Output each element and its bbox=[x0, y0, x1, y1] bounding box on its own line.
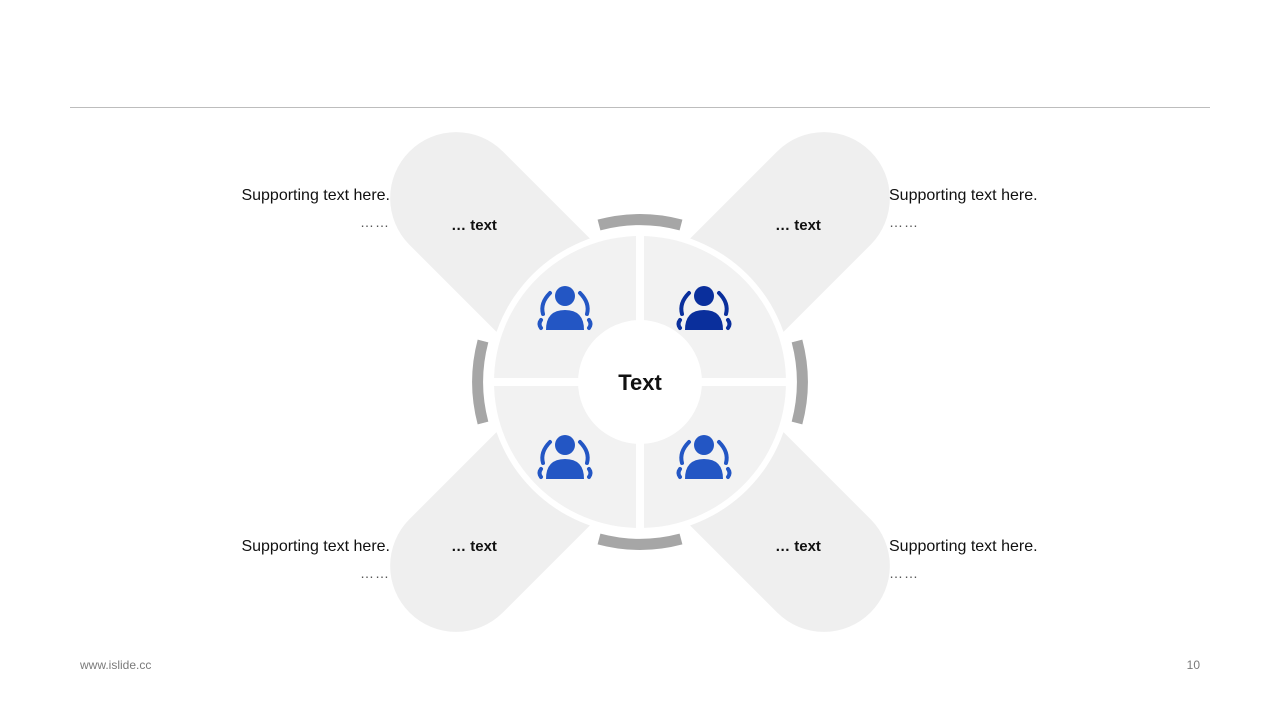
supporting-ellipsis: …… bbox=[360, 565, 390, 581]
supporting-text-bottom-left: Supporting text here. …… bbox=[241, 537, 390, 583]
supporting-text: Supporting text here. bbox=[241, 187, 390, 204]
center-circle bbox=[578, 320, 702, 444]
ring-arc-right bbox=[791, 339, 808, 425]
users-icon bbox=[537, 435, 593, 479]
ring-arc-bottom bbox=[597, 533, 683, 550]
users-icon bbox=[676, 286, 732, 330]
center-label: Text bbox=[618, 370, 662, 395]
petal-label-bottom-right: … text bbox=[775, 538, 821, 555]
users-icon bbox=[537, 286, 593, 330]
supporting-text: Supporting text here. bbox=[889, 538, 1038, 555]
supporting-text-bottom-right: Supporting text here. …… bbox=[889, 537, 1038, 583]
header-divider bbox=[70, 107, 1210, 108]
supporting-ellipsis: …… bbox=[889, 214, 919, 230]
users-icon bbox=[676, 435, 732, 479]
supporting-ellipsis: …… bbox=[889, 565, 919, 581]
outer-ring-arcs bbox=[472, 214, 808, 550]
supporting-text-top-left: Supporting text here. …… bbox=[241, 186, 390, 232]
supporting-text: Supporting text here. bbox=[241, 538, 390, 555]
supporting-text-top-right: Supporting text here. …… bbox=[889, 186, 1038, 232]
petal-label-top-left: … text bbox=[451, 217, 497, 234]
supporting-ellipsis: …… bbox=[360, 214, 390, 230]
petal-label-top-right: … text bbox=[775, 217, 821, 234]
ring-arc-top bbox=[597, 214, 683, 231]
petal-label-bottom-left: … text bbox=[451, 538, 497, 555]
footer-url: www.islide.cc bbox=[80, 658, 152, 672]
supporting-text: Supporting text here. bbox=[889, 187, 1038, 204]
ring-arc-left bbox=[472, 339, 489, 425]
page-number: 10 bbox=[1186, 658, 1200, 672]
